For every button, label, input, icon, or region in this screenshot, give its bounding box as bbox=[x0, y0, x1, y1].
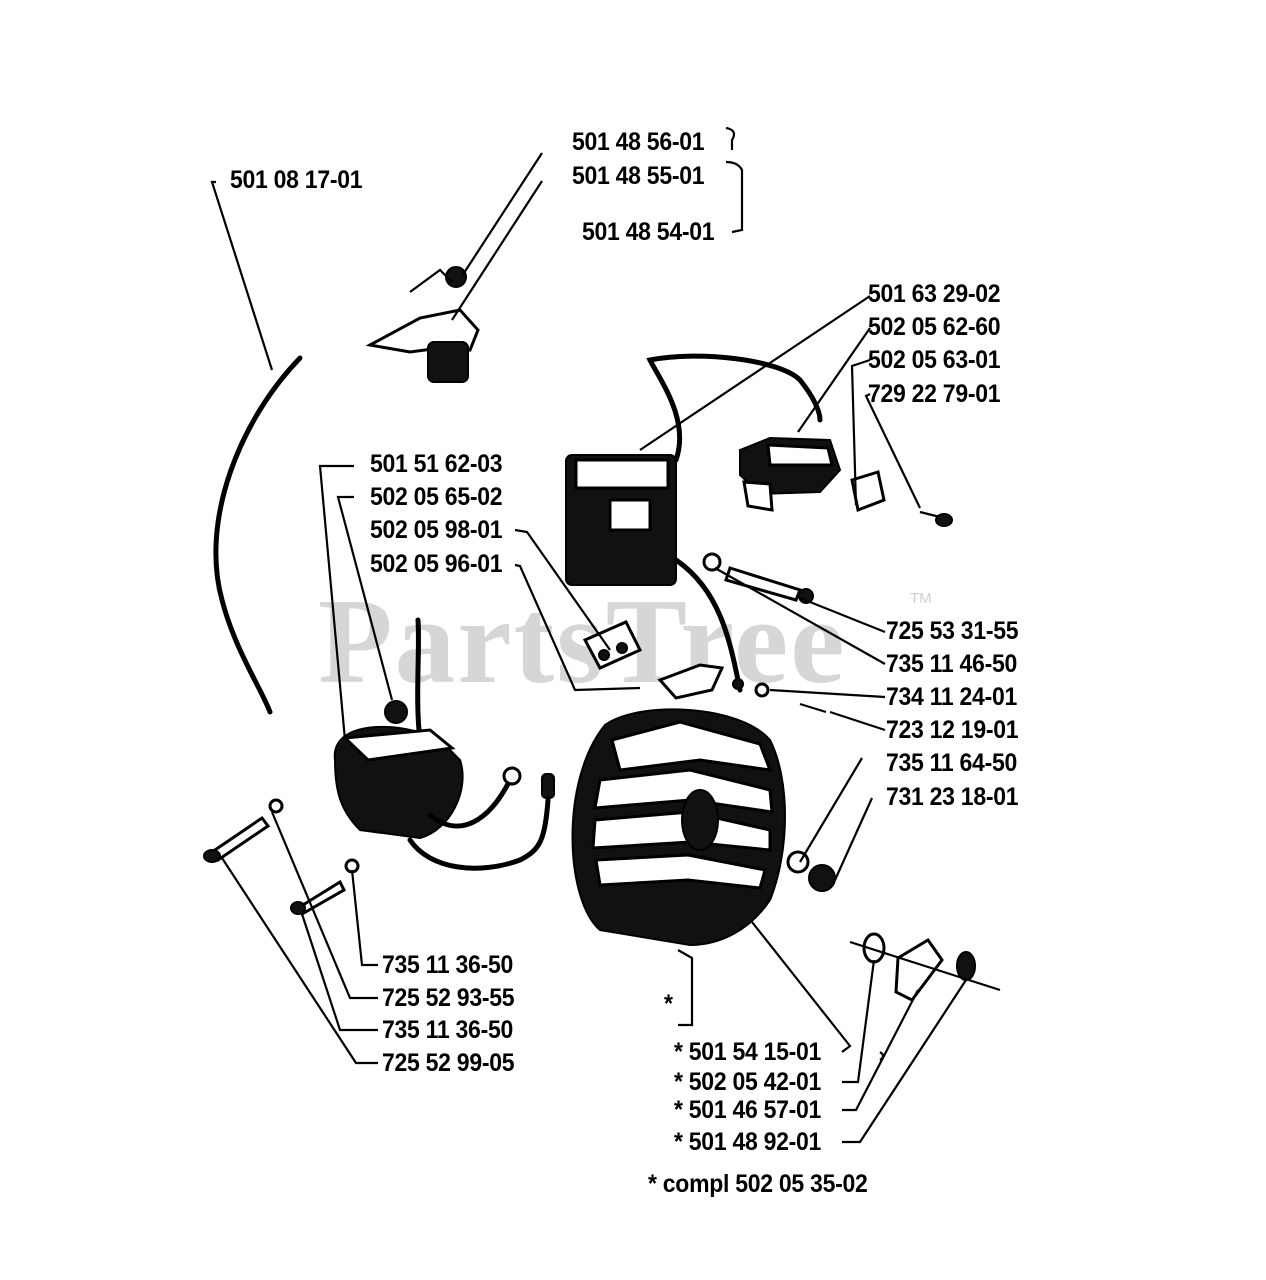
part-label: 729 22 79-01 bbox=[868, 380, 1001, 408]
part-label: 735 11 64-50 bbox=[886, 749, 1017, 777]
complete-assembly-note: * compl 502 05 35-02 bbox=[648, 1170, 868, 1198]
part-label: 501 48 56-01 bbox=[572, 128, 705, 156]
coil-screws bbox=[203, 798, 360, 916]
part-label: 502 05 98-01 bbox=[370, 516, 503, 544]
ignition-lead bbox=[213, 355, 303, 715]
part-label: 735 11 46-50 bbox=[886, 650, 1017, 678]
part-label: * 501 54 15-01 bbox=[674, 1038, 822, 1066]
leader-lines bbox=[210, 126, 967, 1144]
ignition-coil bbox=[333, 617, 555, 871]
part-label: 725 52 93-55 bbox=[382, 984, 515, 1012]
module-screw bbox=[702, 552, 814, 604]
terminal-block bbox=[582, 620, 643, 670]
part-label: 501 08 17-01 bbox=[230, 166, 363, 194]
part-label: 501 48 54-01 bbox=[582, 218, 715, 246]
part-label: 501 51 62-03 bbox=[370, 450, 503, 478]
part-label: 723 12 19-01 bbox=[886, 716, 1019, 744]
part-label: 502 05 63-01 bbox=[868, 346, 1001, 374]
asterisk-marker: * bbox=[664, 990, 673, 1018]
part-label: 502 05 96-01 bbox=[370, 550, 503, 578]
part-label: 731 23 18-01 bbox=[886, 783, 1019, 811]
part-label: 501 63 29-02 bbox=[868, 280, 1001, 308]
part-label: 735 11 36-50 bbox=[382, 1016, 513, 1044]
flywheel bbox=[571, 708, 836, 947]
part-label: 501 48 55-01 bbox=[572, 162, 705, 190]
part-label: 735 11 36-50 bbox=[382, 951, 513, 979]
spark-plug-cap bbox=[365, 266, 480, 383]
trademark-mark: TM bbox=[910, 590, 932, 607]
part-label: 502 05 65-02 bbox=[370, 483, 503, 511]
contact-plate bbox=[850, 470, 953, 527]
part-label: 734 11 24-01 bbox=[886, 683, 1017, 711]
part-label: 725 52 99-05 bbox=[382, 1049, 515, 1077]
part-label: * 501 46 57-01 bbox=[674, 1096, 822, 1124]
ignition-module bbox=[565, 353, 823, 693]
stop-switch bbox=[739, 436, 842, 512]
part-label: 725 53 31-55 bbox=[886, 617, 1019, 645]
part-label: * 502 05 42-01 bbox=[674, 1068, 822, 1096]
bracket bbox=[657, 663, 827, 714]
part-label: * 501 48 92-01 bbox=[674, 1128, 822, 1156]
part-label: 502 05 62-60 bbox=[868, 313, 1001, 341]
